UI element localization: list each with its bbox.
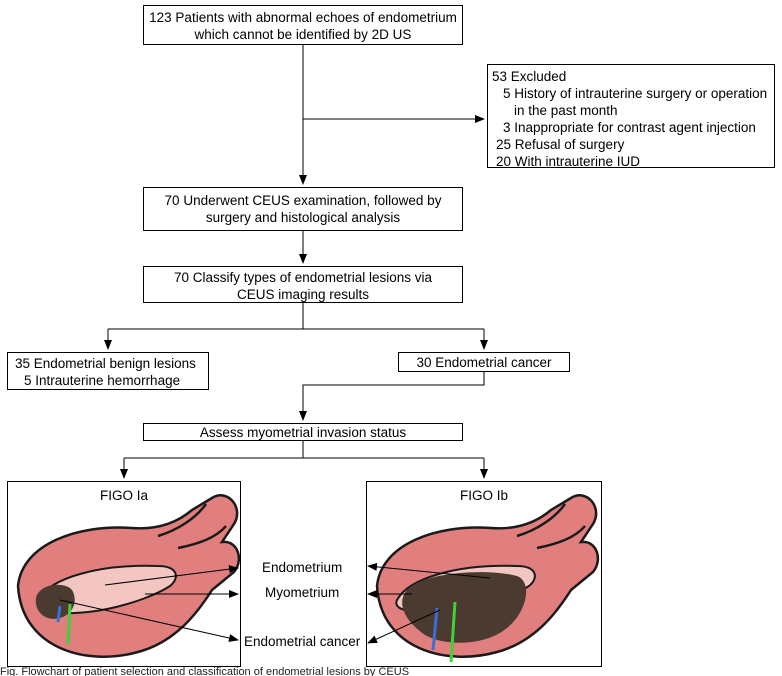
figo-ia-title: FIGO Ia xyxy=(99,488,148,503)
figure-caption: Fig. Flowchart of patient selection and … xyxy=(0,667,410,676)
ceus-box: 70 Underwent CEUS examination, followed … xyxy=(143,187,463,231)
uterus-ia-horn-line-2 xyxy=(177,525,227,550)
marker-ia-green xyxy=(66,603,72,645)
label-myometrium: Myometrium xyxy=(265,585,340,600)
marker-ib-blue xyxy=(431,607,439,651)
excluded-box: 53 Excluded 5 History of intrauterine su… xyxy=(487,64,775,169)
pointer-ia-cancer xyxy=(59,599,239,642)
label-endometrium: Endometrium xyxy=(262,560,343,575)
ceus-line-2: surgery and histological analysis xyxy=(205,210,401,225)
patients-box: 123 Patients with abnormal echoes of end… xyxy=(143,5,463,45)
benign-line-1: 35 Endometrial benign lesions xyxy=(15,356,196,371)
marker-ib-green xyxy=(449,601,457,663)
uterus-ia-tumor xyxy=(35,584,75,619)
assess-box: Assess myometrial invasion status xyxy=(143,423,463,441)
excluded-item-1-cont: in the past month xyxy=(514,103,618,118)
excluded-item-3: 25 Refusal of surgery xyxy=(496,137,625,152)
uterus-ib-tumor xyxy=(402,572,527,643)
arrow-cancer-to-assess xyxy=(299,372,485,421)
benign-box: 35 Endometrial benign lesions 5 Intraute… xyxy=(7,352,209,390)
label-endometrial-cancer: Endometrial cancer xyxy=(244,634,361,649)
pointer-ib-cancer xyxy=(367,609,441,644)
benign-line-2: 5 Intrauterine hemorrhage xyxy=(24,373,181,388)
figo-ib-title: FIGO Ib xyxy=(459,488,508,503)
patients-line-1: 123 Patients with abnormal echoes of end… xyxy=(149,10,457,25)
classify-line-2: CEUS imaging results xyxy=(236,287,370,302)
cancer-box: 30 Endometrial cancer xyxy=(398,352,570,372)
figo-ib-panel: FIGO Ib xyxy=(366,481,602,667)
excluded-item-4: 20 With intrauterine IUD xyxy=(496,154,641,169)
figo-ia-panel: FIGO Ia xyxy=(7,481,241,667)
patients-line-2: which cannot be identified by 2D US xyxy=(194,27,412,42)
classify-line-1: 70 Classify types of endometrial lesions… xyxy=(173,270,433,285)
uterus-ib-horn-line-2 xyxy=(536,525,586,550)
pointer-ia-endometrium xyxy=(104,565,239,586)
marker-ia-blue xyxy=(56,605,62,623)
classify-box: 70 Classify types of endometrial lesions… xyxy=(143,266,463,303)
cancer-label: 30 Endometrial cancer xyxy=(416,355,552,370)
excluded-item-2: 3 Inappropriate for contrast agent injec… xyxy=(503,120,756,135)
assess-label: Assess myometrial invasion status xyxy=(199,425,407,440)
excluded-title: 53 Excluded xyxy=(492,69,567,84)
uterus-ia-illustration xyxy=(16,494,241,658)
uterus-ia-horn-line xyxy=(157,503,208,538)
uterus-ib-illustration xyxy=(375,494,600,663)
pointer-ib-endometrium xyxy=(367,562,491,579)
excluded-item-1: 5 History of intrauterine surgery or ope… xyxy=(503,86,768,101)
uterus-ib-horn-line xyxy=(516,503,567,538)
ceus-line-1: 70 Underwent CEUS examination, followed … xyxy=(164,193,442,208)
